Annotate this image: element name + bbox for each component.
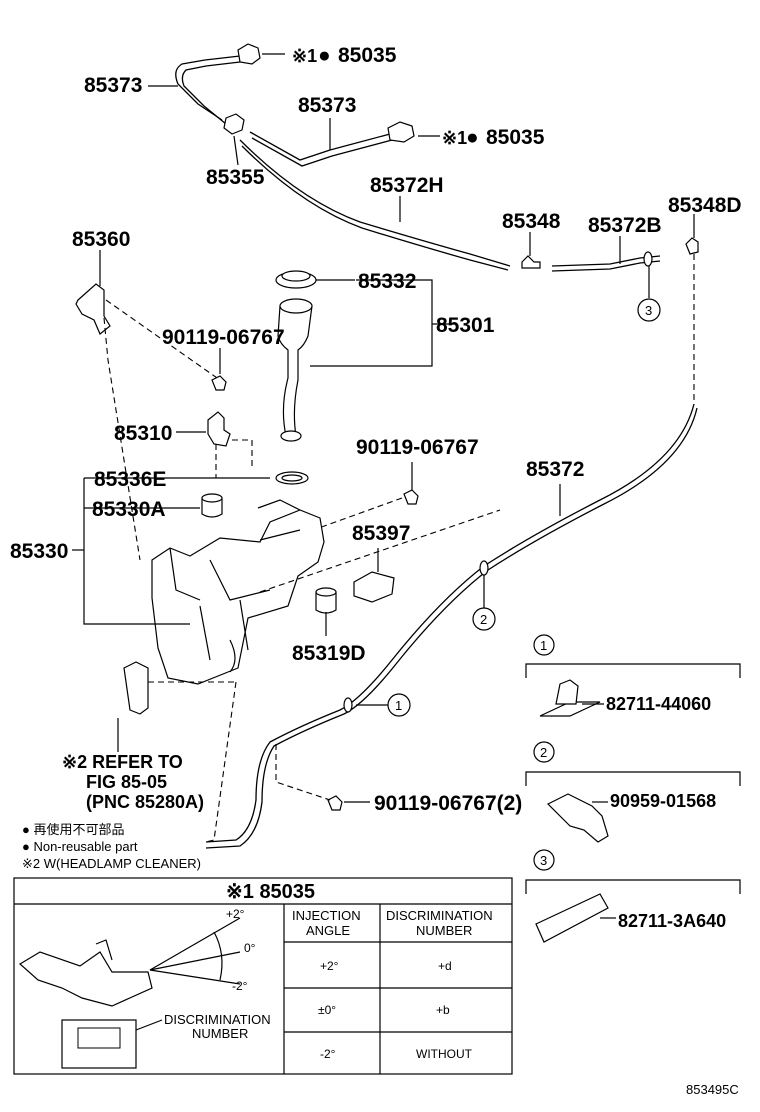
- label-85373-left: 85373: [84, 74, 142, 97]
- label-85332: 85332: [358, 270, 416, 293]
- washer-level-sensor[interactable]: [207, 411, 231, 447]
- note-refer-3: (PNC 85280A): [86, 792, 204, 812]
- ref1-mark-top: ※1: [292, 46, 317, 66]
- washer-filler-inlet[interactable]: [277, 299, 313, 437]
- table-header-disc-2: NUMBER: [416, 923, 472, 938]
- bracket-and-fasteners: [75, 250, 419, 561]
- legend-82711-44060: 82711-44060: [606, 694, 711, 714]
- hose-joint-85348D[interactable]: [685, 237, 699, 255]
- note-nonreuse-jp: ● 再使用不可部品: [22, 822, 124, 837]
- note-refer-2: FIG 85-05: [86, 772, 167, 792]
- note-refer-1: ※2 REFER TO: [62, 752, 183, 772]
- label-85310: 85310: [114, 422, 172, 445]
- callouts: 3 2 1: [387, 298, 661, 717]
- label-90119-b: 90119-06767: [356, 436, 479, 459]
- washer-motor-85397[interactable]: [353, 571, 395, 603]
- clip-82711-44060[interactable]: [539, 701, 601, 717]
- table-header-angle-2: ANGLE: [306, 923, 350, 938]
- clip-legend: 1 82711-44060 2 90959-01568 3 82711-3A64…: [525, 634, 741, 943]
- table-row-angle: +2°: [320, 959, 339, 973]
- hose-joint-85355[interactable]: [223, 113, 245, 135]
- figure-id: 853495C: [686, 1082, 739, 1097]
- table-row-number: +d: [438, 959, 452, 973]
- label-85336E: 85336E: [94, 468, 166, 491]
- filler-neck-assembly: [275, 270, 455, 485]
- diag-minus2: -2°: [232, 979, 248, 993]
- washer-nozzle-top[interactable]: [237, 43, 261, 65]
- note-headlamp: ※2 W(HEADLAMP CLEANER): [22, 856, 201, 871]
- washer-motor-group: [315, 548, 395, 636]
- diag-zero: 0°: [244, 941, 256, 955]
- washer-tank-bracket[interactable]: [75, 283, 111, 335]
- label-85360: 85360: [72, 228, 130, 251]
- bolt-90119-c[interactable]: [327, 795, 343, 811]
- clip-82711-3A640[interactable]: [535, 893, 609, 943]
- label-85348D: 85348D: [668, 194, 742, 217]
- label-85355: 85355: [206, 166, 265, 189]
- label-85330: 85330: [10, 540, 68, 563]
- table-row-number: WITHOUT: [416, 1047, 473, 1061]
- label-85397: 85397: [352, 522, 410, 545]
- hose-joint-85348[interactable]: [521, 255, 541, 269]
- label-85330A: 85330A: [92, 498, 166, 521]
- callout-2: 2: [480, 612, 487, 627]
- label-85372H: 85372H: [370, 174, 444, 197]
- label-85319D: 85319D: [292, 642, 366, 665]
- part-labels: ※1 ● 85035 85373 85373 ※1 ● 85035 85355 …: [10, 44, 742, 815]
- table-row-angle: ±0°: [318, 1003, 336, 1017]
- table-row-angle: -2°: [320, 1047, 336, 1061]
- nozzle-angle-table: ※1 85035 INJECTION ANGLE DISCRIMINATION …: [13, 877, 513, 1075]
- notes: ※2 REFER TO FIG 85-05 (PNC 85280A) ● 再使用…: [22, 752, 204, 871]
- note-nonreuse-en: ● Non-reusable part: [22, 839, 138, 854]
- label-85301: 85301: [436, 314, 495, 337]
- label-85035-mid: 85035: [486, 126, 545, 149]
- connector-sketch: [61, 1019, 137, 1069]
- ref1-mark-mid: ※1: [442, 128, 467, 148]
- label-90119-c: 90119-06767(2): [374, 792, 522, 815]
- legend-90959-01568: 90959-01568: [610, 791, 716, 811]
- diag-disc-1: DISCRIMINATION: [164, 1012, 271, 1027]
- label-85373-mid: 85373: [298, 94, 356, 117]
- legend-num-3: 3: [540, 853, 547, 868]
- legend-num-2: 2: [540, 745, 547, 760]
- legend-82711-3A640: 82711-3A640: [618, 911, 726, 931]
- table-header-angle-1: INJECTION: [292, 908, 361, 923]
- legend-num-1: 1: [540, 638, 547, 653]
- label-85372B: 85372B: [588, 214, 662, 237]
- hose-85372[interactable]: [205, 254, 698, 849]
- bolt-90119-a[interactable]: [211, 375, 227, 391]
- dot-mark-top: ●: [318, 44, 331, 67]
- clip-90959-01568[interactable]: [546, 793, 609, 843]
- label-85348: 85348: [502, 210, 561, 233]
- callout-3: 3: [645, 303, 652, 318]
- washer-tank[interactable]: [151, 499, 501, 685]
- diag-disc-2: NUMBER: [192, 1026, 248, 1041]
- table-row-number: +b: [436, 1003, 450, 1017]
- bolt-90119-b[interactable]: [403, 489, 419, 505]
- label-85372: 85372: [526, 458, 584, 481]
- label-90119-a: 90119-06767: [162, 326, 285, 349]
- label-85035-top: 85035: [338, 44, 397, 67]
- washer-nozzle-mid[interactable]: [387, 121, 415, 143]
- diag-plus2: +2°: [226, 907, 245, 921]
- table-title: ※1 85035: [226, 881, 315, 903]
- table-header-disc-1: DISCRIMINATION: [386, 908, 493, 923]
- callout-1: 1: [395, 698, 402, 713]
- dot-mark-mid: ●: [466, 126, 479, 149]
- nozzle-hose-assembly: [175, 43, 699, 298]
